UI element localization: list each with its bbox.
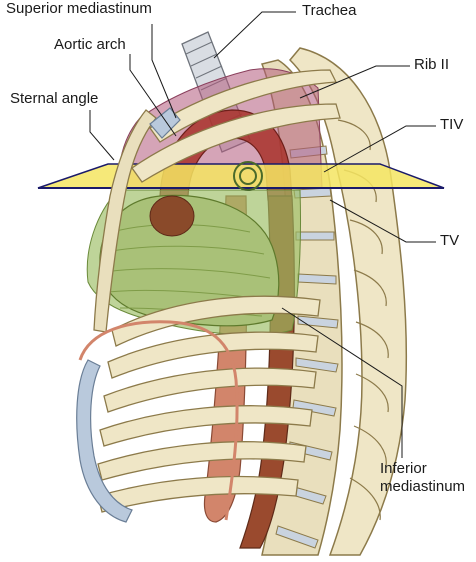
tracheal-rings (233, 161, 263, 191)
leader-sternal-angle (89, 110, 115, 161)
leader-rib-ii (299, 65, 410, 99)
leader-tv (329, 199, 436, 243)
leader-trachea (213, 11, 296, 59)
label-superior-mediastinum: Superior mediastinum (6, 0, 152, 17)
leader-lines (89, 11, 436, 458)
label-aortic-arch: Aortic arch (54, 36, 126, 53)
label-inferior-mediastinum-line2: mediastinum (380, 478, 466, 495)
rib-ii (149, 69, 338, 143)
costal-cartilages (76, 107, 181, 523)
label-tv: TV (440, 232, 460, 249)
pleural-outline (78, 320, 239, 521)
pulmonary-trunk (149, 195, 195, 237)
leader-aortic-arch (129, 54, 177, 137)
label-sternal-angle: Sternal angle (10, 90, 99, 107)
label-trachea: Trachea (302, 2, 357, 19)
leader-inferior-mediastinum (281, 307, 403, 458)
leader-tiv (323, 125, 436, 173)
label-tiv: TIV (440, 116, 464, 133)
label-rib-ii: Rib II (414, 56, 450, 73)
leader-superior-mediastinum (151, 24, 177, 119)
ribs (97, 69, 341, 513)
label-inferior-mediastinum-line1: Inferior (380, 460, 427, 477)
